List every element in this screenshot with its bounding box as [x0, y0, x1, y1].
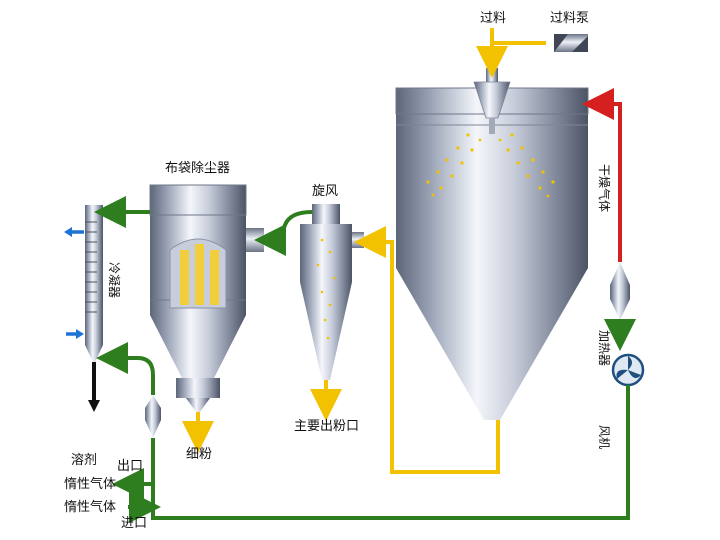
label-fine-powder: 细粉 [186, 447, 212, 462]
label-feed-pump: 过料泵 [550, 11, 589, 26]
label-solvent: 溶剂 [71, 453, 97, 468]
filter-bag [195, 244, 204, 305]
fan-icon [611, 353, 645, 387]
feed-line [476, 28, 546, 78]
atomizer [473, 81, 511, 119]
filter-bag [180, 250, 189, 305]
condenser [85, 205, 103, 362]
dry-gas-line [582, 88, 622, 262]
inert-gas-valve-icon [145, 395, 161, 438]
feed-pump-icon [554, 34, 588, 52]
heater-icon [610, 262, 630, 320]
label-dry-gas: 干燥气体 [597, 164, 612, 212]
label-feed: 过料 [480, 11, 506, 26]
label-condenser: 冷凝器 [107, 262, 122, 298]
label-main-outlet: 主要出粉口 [294, 419, 359, 434]
label-fan: 风机 [597, 425, 611, 449]
label-inert-gas-in: 惰性气体 [64, 499, 116, 515]
gas-loop [94, 196, 636, 523]
label-heater: 加热器 [597, 330, 611, 366]
filter-bag [210, 250, 219, 305]
coolant-arrows [64, 227, 84, 339]
atomizer-stem [486, 68, 498, 82]
product-line [354, 226, 500, 474]
bag-filter [149, 184, 264, 412]
label-inert-gas-out: 惰性气体 [64, 476, 116, 492]
label-bag-filter: 布袋除尘器 [165, 161, 230, 176]
solvent-arrow [88, 362, 100, 412]
cyclone [300, 204, 364, 380]
drying-tower [395, 68, 589, 420]
label-inlet: 进口 [121, 516, 147, 531]
label-cyclone: 旋风 [312, 184, 338, 199]
label-outlet: 出口 [117, 459, 143, 474]
